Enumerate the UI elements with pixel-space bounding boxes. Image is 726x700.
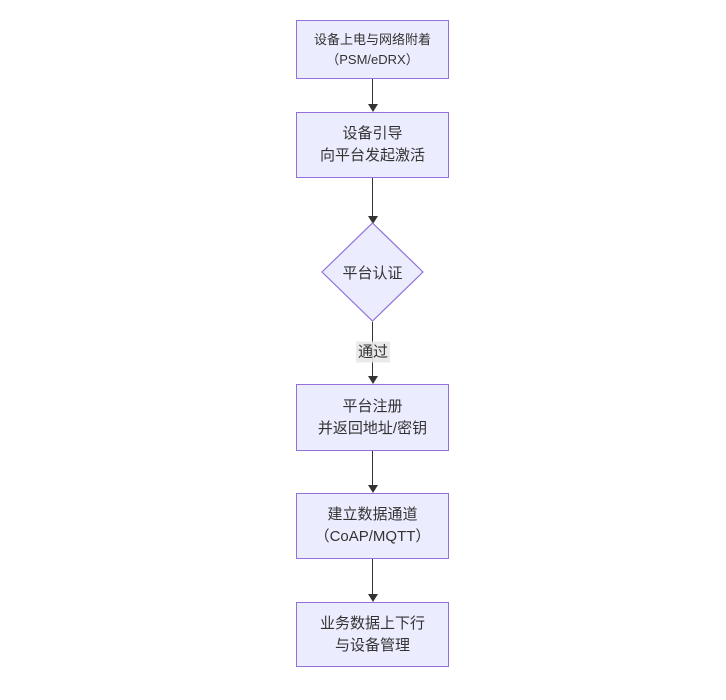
node-data-channel-line1: 建立数据通道: [327, 506, 418, 523]
node-platform-auth-label: 平台认证: [342, 264, 403, 282]
node-bootstrap-line2: 向平台发起激活: [319, 147, 425, 164]
node-power-attach-line1: 设备上电与网络附着: [313, 31, 431, 47]
node-platform-register: 平台注册 并返回地址/密钥: [296, 384, 449, 451]
flow-arrow-3-arrowhead-icon: [368, 376, 378, 384]
node-business-data-line2: 与设备管理: [334, 636, 410, 654]
flow-arrow-2-line: [372, 178, 373, 216]
node-bootstrap-line1: 设备引导: [342, 125, 403, 142]
node-business-data-line1: 业务数据上下行: [319, 614, 425, 632]
node-platform-auth: 平台认证: [321, 222, 424, 322]
node-data-channel-line2: （CoAP/MQTT）: [314, 528, 431, 545]
flow-arrow-4-line: [372, 451, 373, 485]
node-power-attach-line2: （PSM/eDRX）: [326, 51, 419, 67]
flow-arrow-5-arrowhead-icon: [368, 594, 378, 602]
node-power-attach: 设备上电与网络附着 （PSM/eDRX）: [296, 20, 449, 79]
node-platform-auth-diamond-shape: [321, 222, 424, 322]
edge-label-pass: 通过: [355, 341, 391, 363]
flow-arrow-1-line: [372, 79, 373, 104]
node-data-channel: 建立数据通道 （CoAP/MQTT）: [296, 493, 449, 559]
node-bootstrap: 设备引导 向平台发起激活: [296, 112, 449, 178]
node-business-data: 业务数据上下行 与设备管理: [296, 602, 449, 667]
flow-arrow-5-line: [372, 559, 373, 594]
node-platform-register-line1: 平台注册: [342, 397, 403, 415]
flow-arrow-1-arrowhead-icon: [368, 104, 378, 112]
node-platform-register-line2: 并返回地址/密钥: [317, 419, 428, 437]
flow-arrow-4-arrowhead-icon: [368, 485, 378, 493]
flow-arrow-2-arrowhead-icon: [368, 216, 378, 224]
